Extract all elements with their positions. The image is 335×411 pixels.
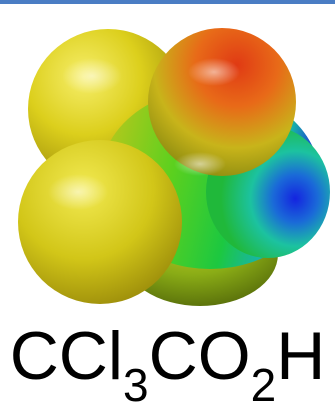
- formula-part-co: CO: [148, 318, 251, 394]
- electrostatic-potential-map-icon: [18, 28, 330, 306]
- formula-part-ccl: CCl: [9, 318, 124, 394]
- top-rule: [0, 0, 335, 4]
- formula-subscript-2: 2: [250, 359, 277, 411]
- formula-subscript-3: 3: [123, 359, 149, 411]
- molecule-surface: [0, 14, 335, 314]
- formula-part-h: H: [276, 318, 326, 394]
- molecular-formula: CCl3CO2H: [0, 318, 335, 408]
